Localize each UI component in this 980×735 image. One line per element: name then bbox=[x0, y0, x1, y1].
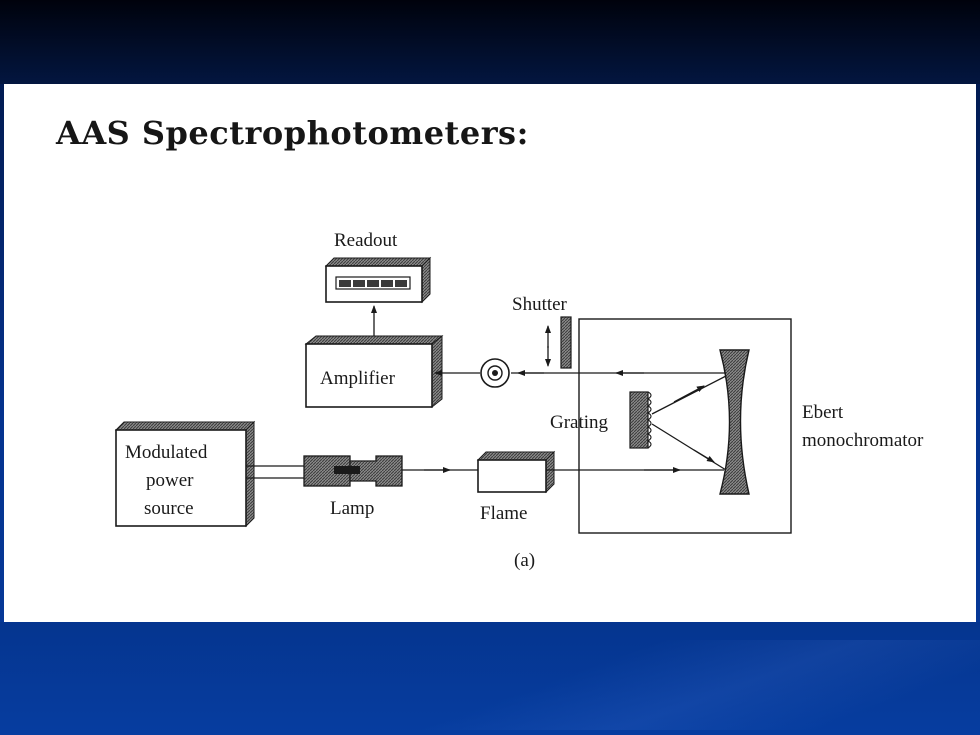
readout-label: Readout bbox=[334, 230, 398, 251]
beam-grating-to-mirror bbox=[651, 375, 727, 415]
concave-mirror bbox=[719, 349, 750, 495]
flame-burner bbox=[476, 450, 556, 494]
modulated-label-line2: power bbox=[146, 470, 194, 491]
beam-mirror-to-grating bbox=[651, 423, 727, 471]
modulated-label-line3: source bbox=[144, 498, 194, 519]
detector-icon bbox=[480, 358, 510, 388]
amplifier-label: Amplifier bbox=[320, 368, 396, 389]
aas-diagram: Readout Amplifier Shutter bbox=[114, 230, 924, 571]
readout-box bbox=[324, 256, 432, 304]
grating bbox=[629, 391, 652, 449]
lamp-label: Lamp bbox=[330, 498, 374, 519]
ebert-label-line1: Ebert bbox=[802, 402, 844, 423]
monochromator-enclosure bbox=[578, 318, 792, 534]
top-band bbox=[0, 0, 980, 84]
lamp bbox=[303, 455, 403, 487]
beam-arrow-3 bbox=[693, 449, 715, 463]
bottom-band bbox=[0, 622, 980, 735]
background-swoosh bbox=[420, 640, 980, 730]
modulated-power-source-box bbox=[114, 420, 256, 528]
flame-label: Flame bbox=[480, 503, 528, 524]
ebert-label-line2: monochromator bbox=[802, 430, 924, 451]
beam-arrow-4 bbox=[673, 385, 705, 403]
shutter-plate bbox=[560, 316, 572, 369]
figure-caption: (a) bbox=[514, 550, 535, 571]
grating-label: Grating bbox=[550, 412, 609, 433]
modulated-label-line1: Modulated bbox=[125, 442, 208, 463]
shutter-label: Shutter bbox=[512, 294, 568, 315]
content-panel: AAS Spectrophotometers: Readout bbox=[4, 84, 976, 622]
slide-title: AAS Spectrophotometers: bbox=[56, 114, 529, 152]
amplifier-box bbox=[304, 334, 444, 409]
